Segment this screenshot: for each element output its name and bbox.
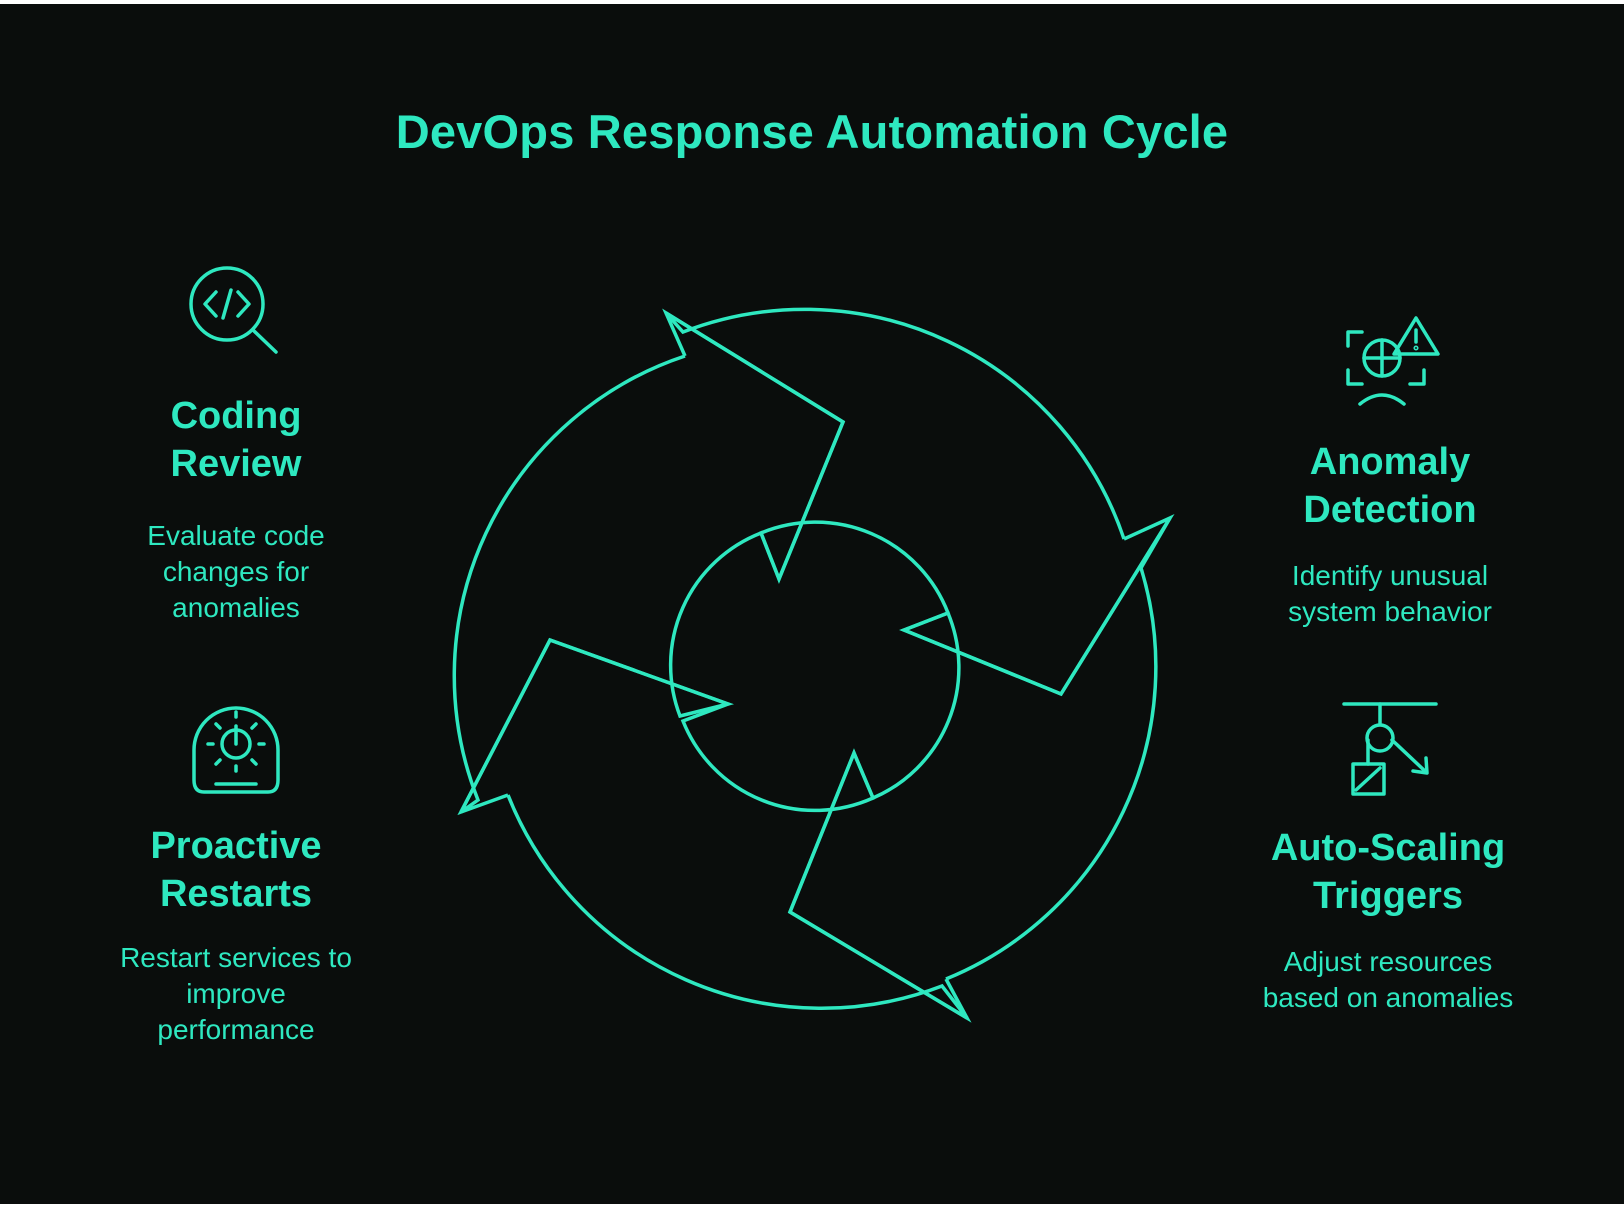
step-description: Evaluate code changes for anomalies [147,520,325,623]
cycle-arrow-top [452,308,846,814]
power-dome-icon [192,706,280,794]
step-description: Restart services to improve performance [120,942,352,1045]
cycle-arrow-right [664,307,1175,697]
step-heading: Auto-Scaling Triggers [1270,827,1506,917]
step-proactive-restarts: Proactive Restarts Restart services to i… [66,700,406,1060]
cycle-arrow-bottom [787,517,1172,1023]
step-heading: Coding Review [170,395,302,485]
diagram-canvas: DevOps Response Automation Cycle Coding … [0,4,1624,1204]
diagram-title: DevOps Response Automation Cycle [395,105,1229,158]
step-heading: Proactive Restarts [150,825,322,915]
pulley-weight-icon [1342,702,1438,796]
cycle-graphic [452,307,1175,1023]
cycle-arrow-left [457,637,969,1020]
anomaly-alert-icon [1346,316,1440,406]
step-coding-review: Coding Review Evaluate code changes for … [66,264,406,624]
code-search-icon [189,266,278,354]
step-auto-scaling: Auto-Scaling Triggers Adjust resources b… [1218,700,1558,1030]
step-description: Adjust resources based on anomalies [1262,946,1514,1013]
step-description: Identify unusual system behavior [1288,560,1492,627]
step-anomaly-detection: Anomaly Detection Identify unusual syste… [1220,314,1560,644]
step-heading: Anomaly Detection [1303,441,1477,531]
